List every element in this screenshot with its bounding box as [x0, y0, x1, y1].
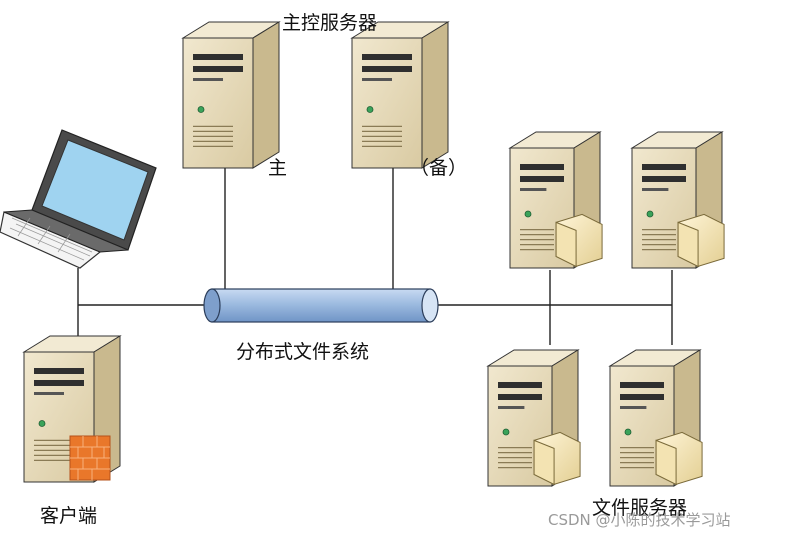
- laptop-icon: [0, 129, 157, 269]
- dfs-label: 分布式文件系统: [236, 341, 369, 363]
- primary-master-server-icon: [181, 21, 281, 169]
- folder-icon: [655, 431, 703, 486]
- firewall-icon: [69, 435, 111, 481]
- backup-label: （备）: [410, 157, 467, 179]
- folder-icon: [533, 431, 581, 486]
- primary-label: 主: [268, 157, 287, 179]
- connection-lines: [77, 150, 673, 345]
- folder-icon: [555, 213, 603, 268]
- client-label: 客户端: [40, 505, 97, 527]
- file-servers-label: 文件服务器: [592, 497, 687, 519]
- dfs-pipe: [203, 288, 439, 323]
- folder-icon: [677, 213, 725, 268]
- watermark: CSDN @小陈的技术学习站: [548, 511, 731, 529]
- backup-master-server-icon: [350, 21, 450, 169]
- master-group-label: 主控服务器: [282, 12, 377, 34]
